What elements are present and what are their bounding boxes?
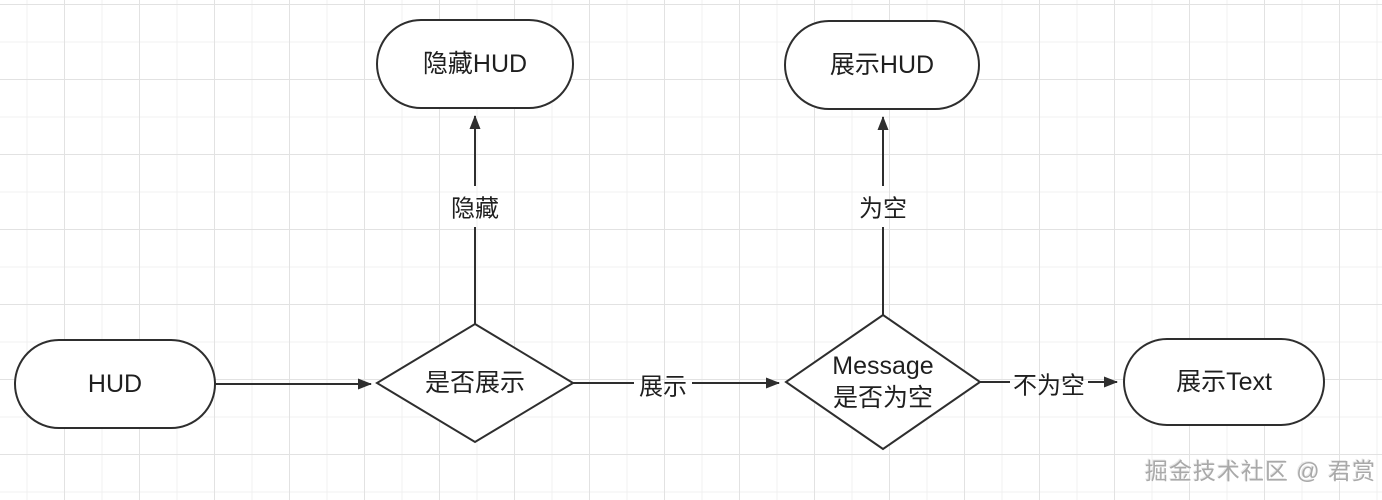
node-show-text <box>1123 338 1325 426</box>
node-hud <box>14 339 216 429</box>
node-decision-is-show <box>375 322 575 444</box>
node-hide-hud <box>376 19 574 109</box>
node-show-hud <box>784 20 980 110</box>
node-decision-message-empty <box>784 313 982 451</box>
watermark: 掘金技术社区 @ 君赏 <box>1144 458 1376 484</box>
